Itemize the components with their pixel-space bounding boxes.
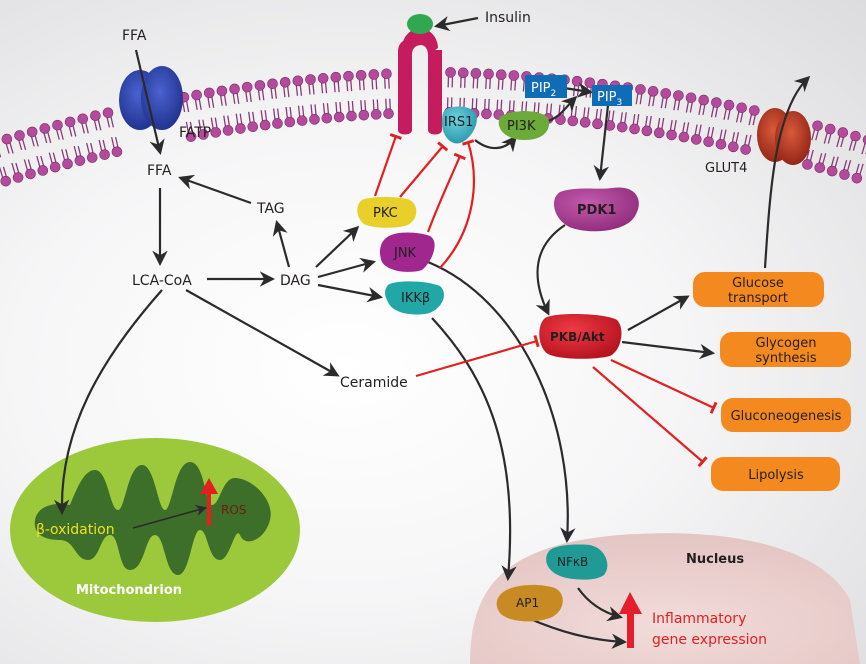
ros-label: ROS <box>221 503 246 517</box>
gluconeogenesis-label: Gluconeogenesis <box>731 409 842 424</box>
arrow-tag-ffa <box>178 174 252 205</box>
irs1-label: IRS1 <box>444 115 473 130</box>
arrow-jnk-nfkb <box>427 260 576 544</box>
arrow-dag-pkc <box>315 225 360 268</box>
ikkb-protein <box>385 281 445 315</box>
inhibit-pkc-irs1 <box>399 141 449 198</box>
arrow-dag-ikkb <box>317 283 384 303</box>
irs1-protein <box>442 106 477 144</box>
arrow-glucose-uptake <box>763 75 811 269</box>
pdk1-protein <box>553 187 639 232</box>
pip3-label: PIP3 <box>597 90 622 108</box>
ffa-intracellular-label: FFA <box>147 163 172 179</box>
cell-membrane <box>0 67 866 187</box>
arrow-irs1-pi3k <box>474 135 517 153</box>
arrow-nfkb-gene <box>577 587 623 622</box>
pip2-label: PIP2 <box>531 81 556 99</box>
insulin-molecule <box>407 14 433 34</box>
inhibit-pkb-gluconeogenesis <box>610 359 718 414</box>
arrow-pip3-pdk1 <box>593 104 610 182</box>
glut4-transporter <box>757 108 811 165</box>
nucleus-label: Nucleus <box>686 552 744 567</box>
inhibit-ceramide-pkb <box>415 334 540 378</box>
nfkb-label: NFκB <box>557 555 588 569</box>
arrow-pip2-pip3 <box>563 82 594 98</box>
pkb-akt-label: PKB/Akt <box>550 330 605 344</box>
arrow-ffa-influx <box>134 49 165 155</box>
pip2-box <box>525 75 567 98</box>
arrow-betaox-ros <box>132 505 208 529</box>
jnk-label: JNK <box>393 246 417 261</box>
inhibit-pkb-lipolysis <box>592 366 708 468</box>
arrows <box>54 16 811 649</box>
arrow-dag-tag <box>272 220 291 268</box>
pkc-protein <box>357 197 417 228</box>
insulin-label: Insulin <box>485 10 531 26</box>
arrow-lcacoa-betaox <box>54 289 163 516</box>
ap1-label: AP1 <box>516 596 539 610</box>
tag-label: TAG <box>256 201 285 217</box>
fatp-label: FATP <box>179 125 211 141</box>
ffa-extracellular-label: FFA <box>122 28 147 44</box>
pi3k-label: PI3K <box>507 119 536 134</box>
ikkb-label: IKKβ <box>401 291 430 306</box>
arrow-ap1-gene <box>527 616 628 649</box>
glut4-label: GLUT4 <box>705 161 747 176</box>
arrow-insulin <box>433 16 479 32</box>
inhibit-ikkb-irs1 <box>439 139 475 269</box>
lipolysis-label: Lipolysis <box>748 468 804 483</box>
ceramide-label: Ceramide <box>340 375 408 391</box>
nfkb-protein <box>546 544 608 580</box>
arrow-lcacoa-ceramide <box>185 289 340 377</box>
beta-oxidation-label: β-oxidation <box>36 522 115 538</box>
pi3k-protein <box>498 111 550 140</box>
arrow-pkb-glucose <box>627 295 690 331</box>
gluconeogenesis-box <box>721 398 851 432</box>
lca-coa-label: LCA-CoA <box>132 273 192 289</box>
inflammation-increase-arrow <box>619 592 642 648</box>
lipolysis-box <box>711 457 840 491</box>
pkb-akt-protein <box>539 314 622 359</box>
insulin-receptor <box>398 28 442 135</box>
glycogen-synthesis-box <box>720 332 851 367</box>
arrow-ikkb-ap1 <box>431 317 517 582</box>
arrow-pdk1-pkb <box>535 224 566 316</box>
pip3-box <box>592 85 632 106</box>
arrow-pkb-glycogen <box>621 340 716 360</box>
ros-increase-arrow <box>200 478 218 526</box>
glucose-transport-box <box>693 272 824 307</box>
pkc-label: PKC <box>373 206 398 221</box>
fatp-transporter <box>119 66 183 130</box>
pdk1-label: PDK1 <box>577 203 616 218</box>
ap1-protein <box>496 584 563 622</box>
inhibit-jnk-irs1 <box>426 152 466 233</box>
mitochondrion-label: Mitochondrion <box>76 583 182 598</box>
dag-label: DAG <box>280 273 311 289</box>
inhibit-pkc-receptor <box>373 133 402 197</box>
jnk-protein <box>379 232 435 272</box>
inhibition-lines <box>373 133 718 468</box>
mitochondrion <box>10 438 300 622</box>
arrow-dag-jnk <box>317 257 376 279</box>
